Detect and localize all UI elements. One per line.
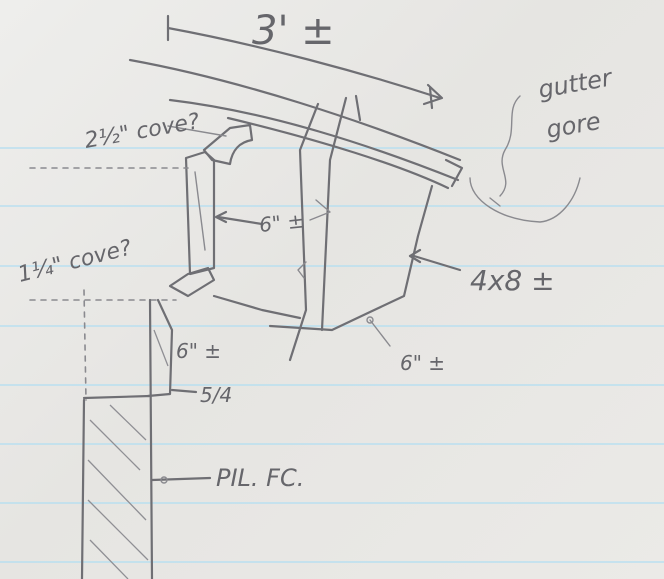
pilaster-wall [80,298,174,579]
label-trim-thickness: 5/4 [200,383,232,407]
overall-width-dimension [166,14,444,110]
label-overall-width: 3' ± [252,8,335,54]
leaders [150,125,462,484]
label-lower-depth: 6" ± [176,339,221,363]
label-fascia-depth: 6" ± [258,208,305,237]
crown-molding [168,123,254,298]
label-small-cove: 1¼" cove? [15,235,134,287]
label-gutter: gutter [536,63,616,104]
ruled-lines [0,147,664,563]
gutter-profile [212,94,434,362]
label-gore: gore [544,107,603,144]
label-crown-cove: 2½" cove? [83,109,202,154]
label-pilaster: PIL. FC. [216,464,304,492]
reference-lines [29,167,189,401]
label-rafter-size: 4x8 ± [470,264,555,297]
label-soffit-depth: 6" ± [400,351,445,375]
roof-slope [128,58,464,190]
gutter-gore-callout [469,95,581,223]
